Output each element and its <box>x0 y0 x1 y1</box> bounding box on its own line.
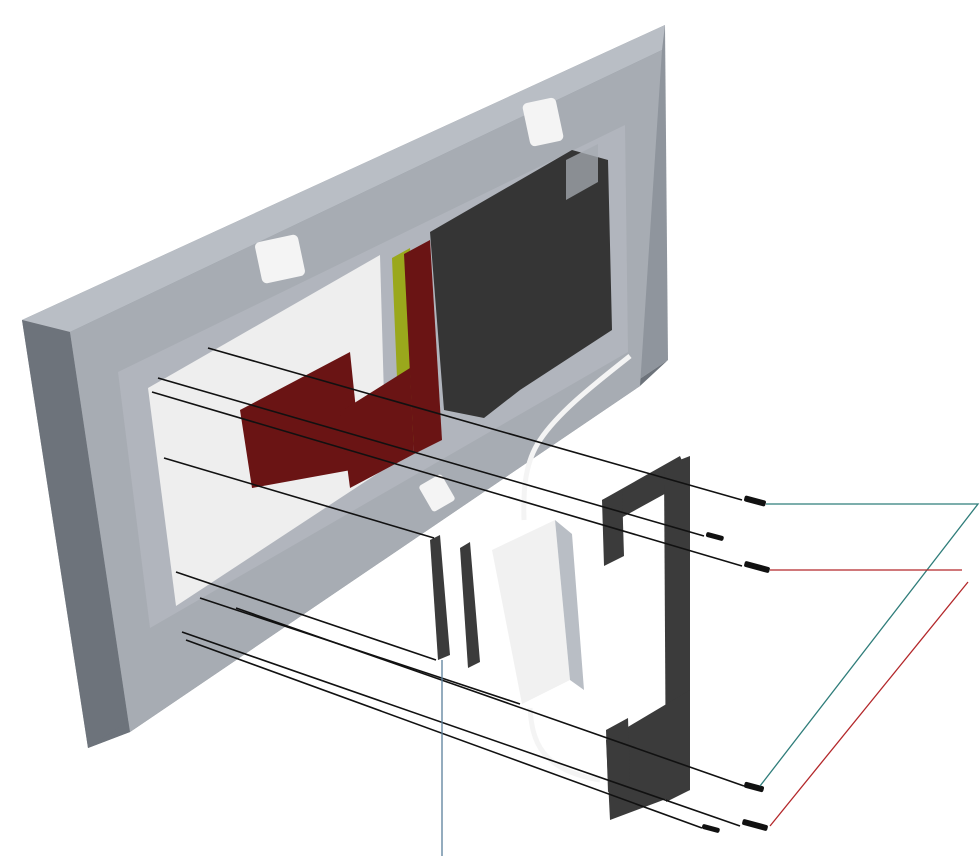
callout-line-teal <box>759 503 980 787</box>
frame-left-bevel <box>22 320 130 748</box>
power-supply-body <box>492 520 570 704</box>
mounting-bracket <box>602 456 690 820</box>
assembly-lines <box>151 347 745 829</box>
hinge-icon <box>522 97 564 147</box>
power-supply-side <box>555 520 584 690</box>
screw-icon <box>744 561 770 573</box>
screw-icon <box>744 495 766 507</box>
bracket-hook-bottom <box>606 718 630 792</box>
spacer-plate-2 <box>460 542 480 668</box>
callout-line-red <box>769 581 969 827</box>
screw-icon <box>744 781 764 793</box>
pcb-vertical-board <box>404 240 442 454</box>
hinge-icon <box>255 234 305 284</box>
panel-notch <box>566 144 598 200</box>
assembly-line <box>207 347 743 501</box>
electronics-panel <box>430 150 612 418</box>
power-cable <box>521 354 632 521</box>
assembly-line <box>157 377 705 537</box>
screw-icon <box>742 819 768 831</box>
assembly-line <box>151 391 743 567</box>
assembly-line <box>185 639 703 829</box>
spacer-plate-1 <box>430 535 450 660</box>
assembly-line <box>163 457 435 539</box>
power-cable-lower <box>527 707 601 783</box>
assembly-line <box>175 571 437 661</box>
callout-lines <box>441 503 980 856</box>
display-connector <box>419 474 455 512</box>
screws <box>701 495 770 833</box>
screw-icon <box>705 532 724 541</box>
frame-top-bevel <box>22 25 665 332</box>
power-supply-icon <box>492 520 584 704</box>
screw-icon <box>701 824 720 833</box>
assembly-line <box>235 607 745 787</box>
assembly-line <box>181 631 741 827</box>
pcb-corner-board <box>340 368 414 488</box>
